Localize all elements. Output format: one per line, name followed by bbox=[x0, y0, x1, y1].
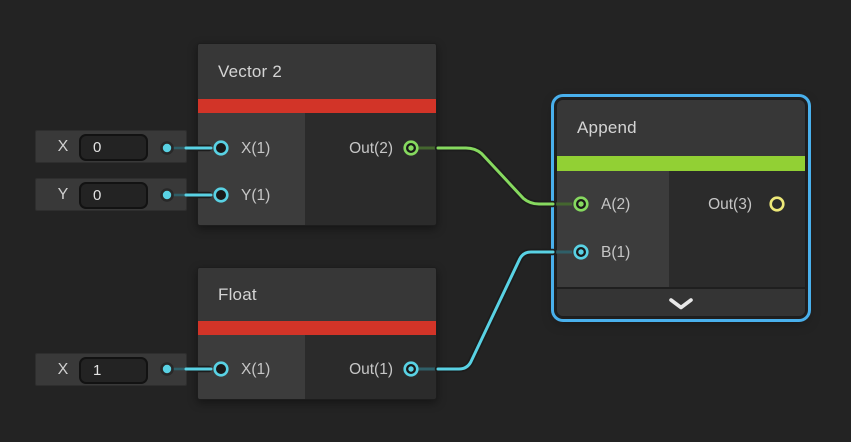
param-value-input[interactable] bbox=[79, 182, 148, 209]
chevron-down-icon bbox=[669, 298, 693, 310]
param-value-input[interactable] bbox=[79, 357, 148, 384]
node-header[interactable]: Float bbox=[198, 268, 436, 321]
port-label-out: Out(3) bbox=[708, 196, 752, 213]
node-divider bbox=[557, 287, 805, 289]
wire-float-out-to-append-b[interactable] bbox=[436, 250, 555, 371]
port-label-y: Y(1) bbox=[241, 187, 271, 204]
port-label-out: Out(1) bbox=[349, 361, 393, 378]
param-widget-float-x: X bbox=[35, 353, 187, 386]
wire-halo bbox=[434, 248, 557, 373]
node-title: Float bbox=[218, 284, 257, 304]
param-value-input[interactable] bbox=[79, 134, 148, 161]
node-accent-bar bbox=[198, 321, 436, 335]
port-label-b: B(1) bbox=[601, 244, 631, 261]
param-label: Y bbox=[57, 185, 69, 203]
param-widget-vector2-x: X bbox=[35, 130, 187, 163]
input-panel bbox=[557, 171, 669, 287]
wire-halo bbox=[434, 144, 557, 208]
param-widget-vector2-y: Y bbox=[35, 178, 187, 211]
port-label-a: A(2) bbox=[601, 196, 631, 213]
node-title: Append bbox=[577, 118, 637, 137]
node-accent-bar bbox=[198, 99, 436, 113]
wire-vector2-out-to-append-a[interactable] bbox=[436, 146, 555, 206]
node-append[interactable]: Append A(2) B(1) Out(3) bbox=[556, 99, 806, 317]
node-collapse-button[interactable] bbox=[557, 289, 805, 316]
node-float[interactable]: Float X(1) Out(1) bbox=[197, 267, 437, 400]
node-header[interactable]: Append bbox=[557, 100, 805, 156]
param-label: X bbox=[57, 360, 69, 378]
port-label-out: Out(2) bbox=[349, 140, 393, 157]
node-title: Vector 2 bbox=[218, 61, 282, 81]
port-label-x: X(1) bbox=[241, 140, 271, 157]
node-accent-bar bbox=[557, 156, 805, 171]
node-header[interactable]: Vector 2 bbox=[198, 44, 436, 99]
node-vector2[interactable]: Vector 2 X(1) Y(1) Out(2) bbox=[197, 43, 437, 226]
param-label: X bbox=[57, 137, 69, 155]
input-panel bbox=[198, 113, 305, 225]
port-label-x: X(1) bbox=[241, 361, 271, 378]
